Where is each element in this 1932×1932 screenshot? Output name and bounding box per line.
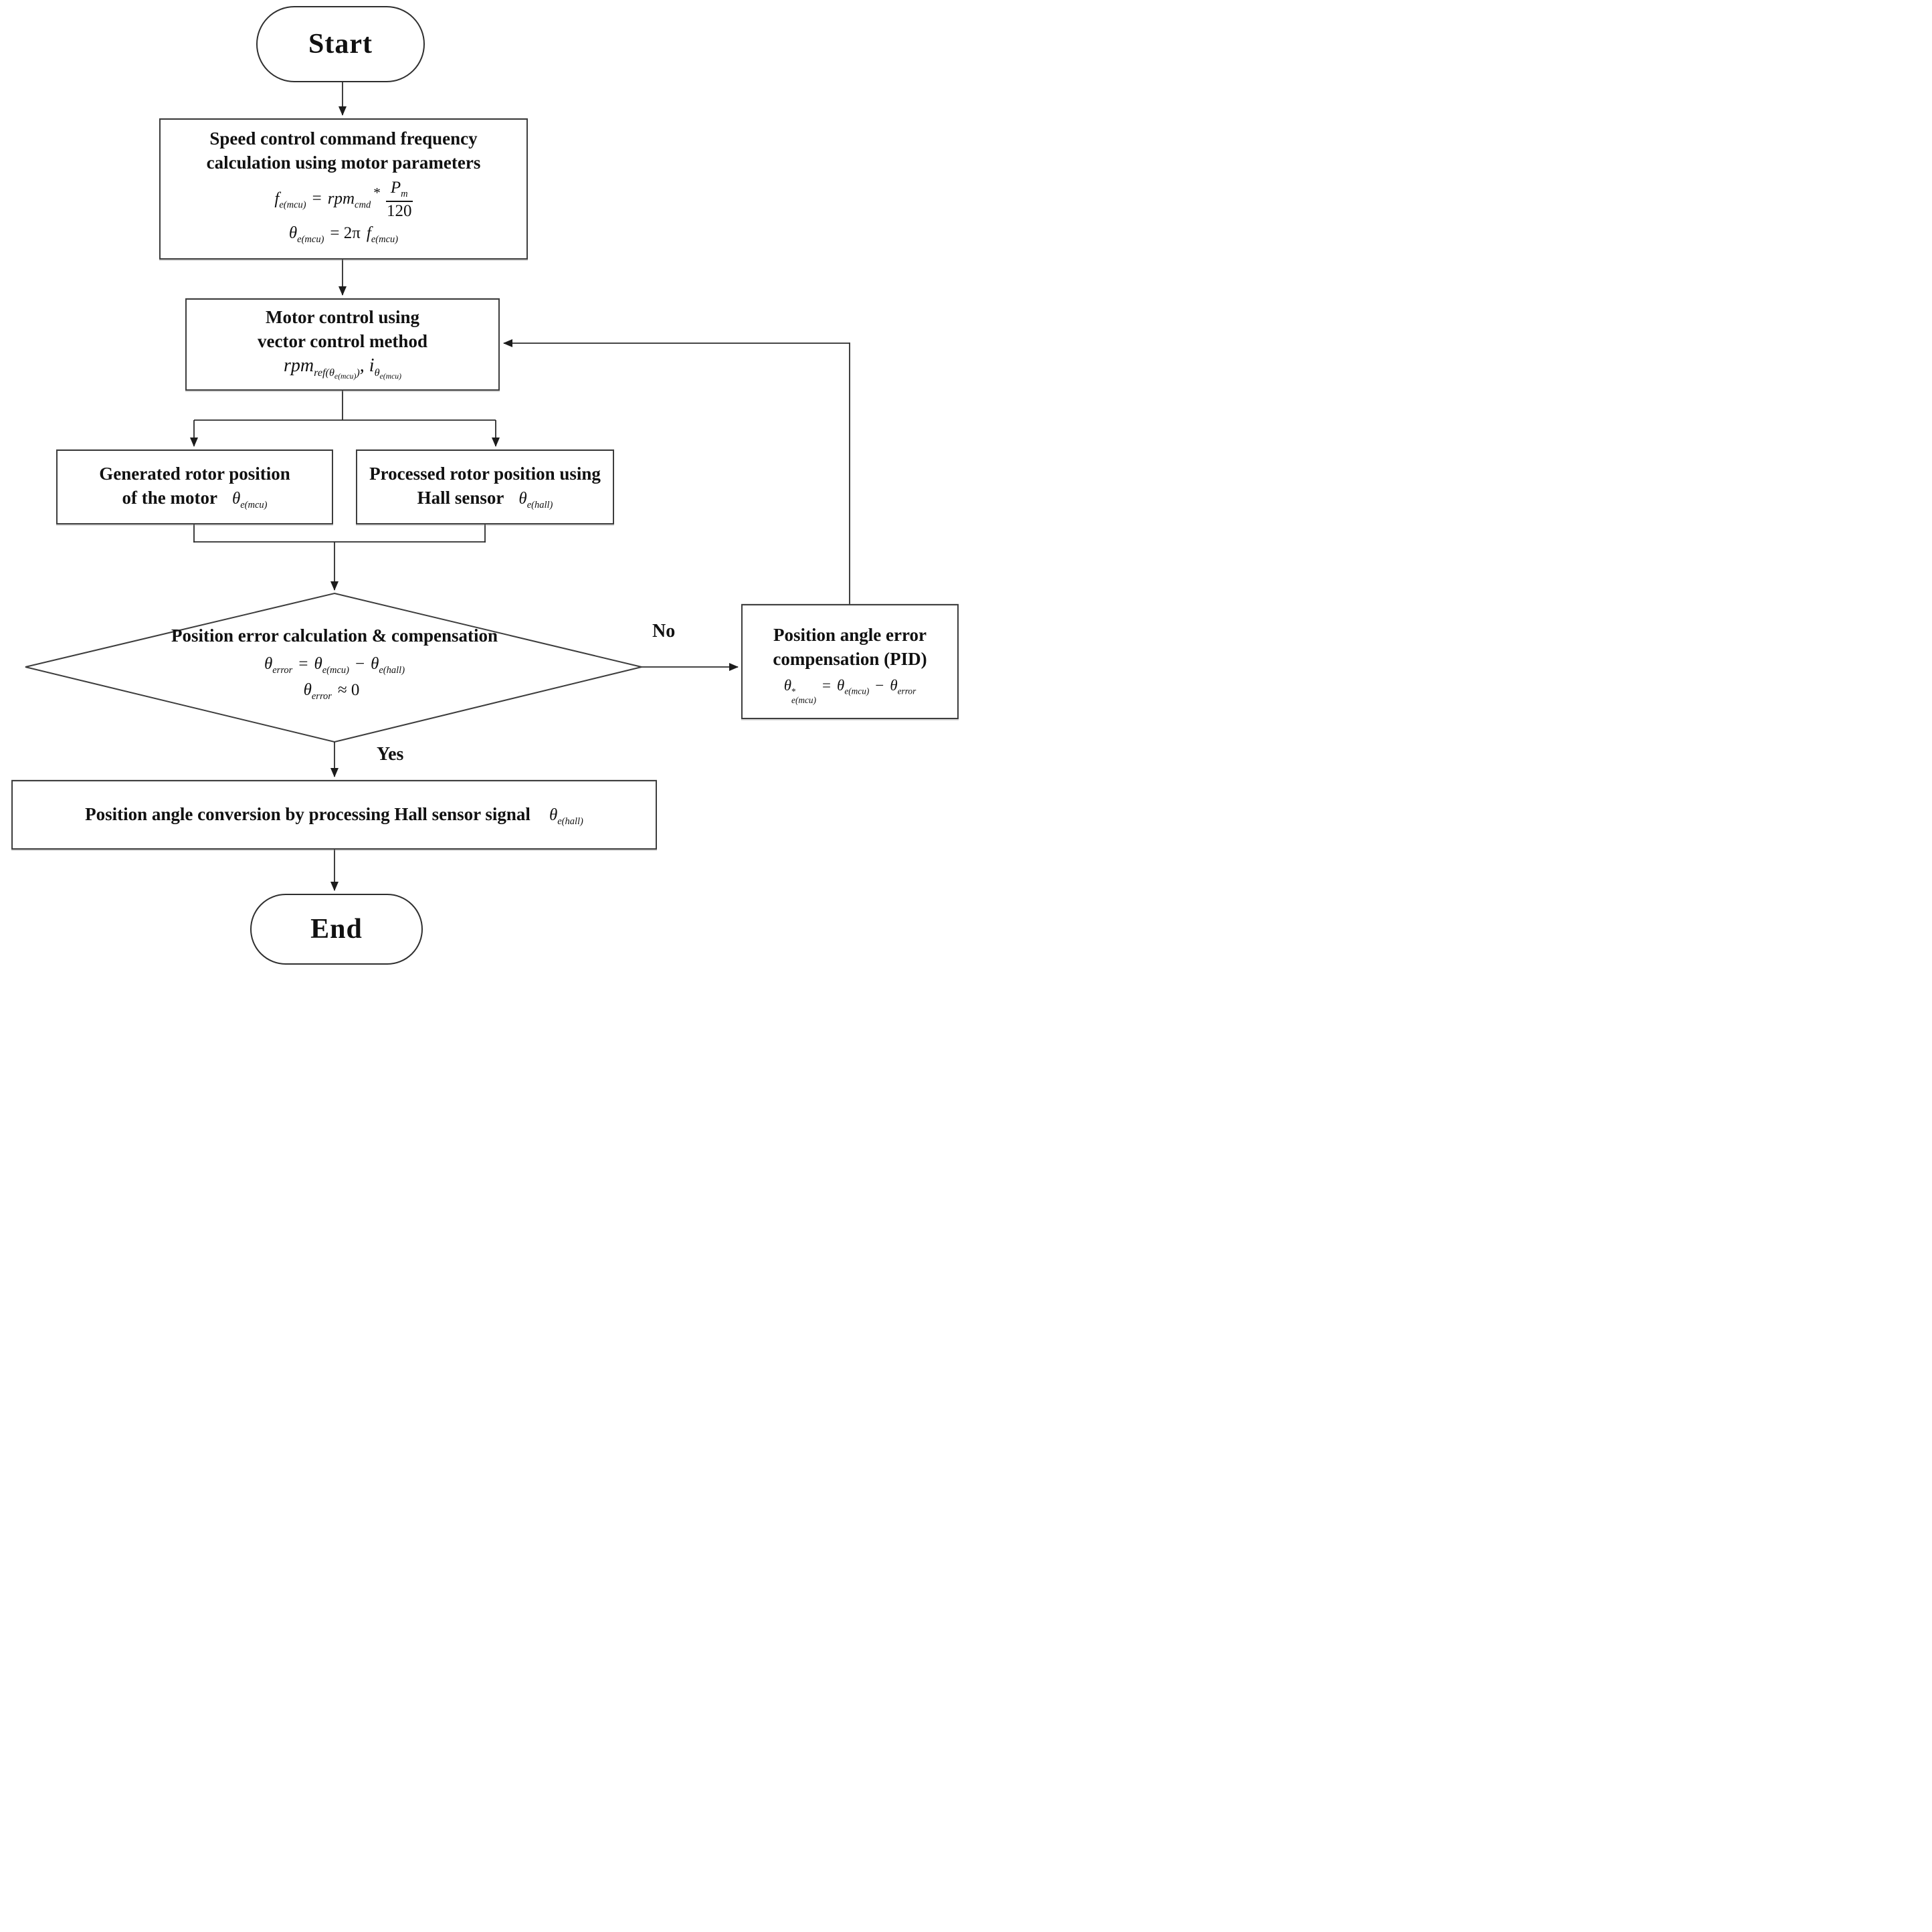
motor-f-sub1-inner: e(mcu): [334, 371, 357, 381]
start-terminal: Start: [256, 6, 425, 82]
pid-title-line1: Position angle error: [773, 625, 927, 645]
speed-calc-title-line2: calculation using motor parameters: [206, 153, 481, 173]
motor-f-sub1: ref(θ: [314, 366, 334, 379]
motor-f-sub2: θ: [374, 366, 380, 379]
f1-lhs-sub: e(mcu): [279, 199, 306, 211]
generated-line2: of the motor θe(mcu): [58, 486, 332, 511]
f2-rhs-sub: e(mcu): [371, 234, 399, 246]
end-terminal: End: [250, 894, 423, 965]
processed-symbol: θe(hall): [518, 490, 553, 510]
generated-theta: θ: [231, 490, 241, 508]
f1-lhs: f: [274, 189, 280, 208]
motor-f-i-sub: θe(mcu): [374, 366, 401, 381]
d-f1-eq: =: [298, 655, 308, 673]
motor-title-line2: vector control method: [258, 331, 427, 351]
d-f1-b: θ: [314, 655, 322, 673]
processed-theta-sub: e(hall): [526, 500, 553, 510]
yes-label: Yes: [377, 744, 404, 765]
d-f1-minus: −: [355, 655, 365, 673]
generated-line1: Generated rotor position: [99, 464, 290, 484]
f2-lhs-sub: e(mcu): [297, 234, 324, 246]
d-f2-a: θ: [303, 681, 312, 700]
pid-f-b-sub: e(mcu): [844, 686, 870, 696]
conversion-text: Position angle conversion by processing …: [85, 803, 530, 824]
f1-frac-den: 120: [386, 201, 412, 220]
conversion-theta: θ: [549, 805, 558, 824]
pid-title-line2: compensation (PID): [773, 649, 927, 669]
motor-f-rpm-sub: ref(θe(mcu)): [314, 366, 360, 381]
pid-f-c-sub: error: [897, 686, 916, 696]
motor-title-line1: Motor control using: [265, 307, 419, 327]
generated-rotor-box: Generated rotor position of the motor θe(…: [56, 450, 333, 524]
conversion-line: Position angle conversion by processing …: [85, 802, 583, 828]
motor-control-box: Motor control using vector control metho…: [185, 298, 500, 391]
pid-f-b: θ: [837, 677, 845, 694]
motor-formula: rpmref(θe(mcu)), iθe(mcu): [187, 355, 498, 381]
generated-theta-sub: e(mcu): [240, 500, 268, 510]
d-f2-a-sub: error: [311, 691, 332, 702]
conversion-symbol: θe(hall): [549, 805, 583, 827]
f1-fraction: Pm 120: [385, 179, 413, 221]
end-label: End: [310, 914, 363, 945]
motor-f-rpm: rpm: [283, 355, 314, 376]
conversion-theta-sub: e(hall): [557, 815, 583, 827]
speed-calc-title-line1: Speed control command frequency: [209, 128, 478, 149]
pid-f-a-sub: e(mcu): [791, 694, 817, 705]
d-f2-rest: ≈ 0: [337, 681, 360, 700]
pid-f-eq: =: [822, 677, 832, 694]
d-f1-b-sub: e(mcu): [322, 665, 349, 676]
speed-calc-box: Speed control command frequency calculat…: [159, 118, 528, 260]
pid-f-a-sup: *: [791, 686, 796, 696]
processed-line1: Processed rotor position using: [369, 464, 601, 484]
connectors: [25, 82, 850, 891]
speed-calc-formula-1: fe(mcu) = rpmcmd* Pm 120: [161, 179, 526, 221]
f1-star: *: [373, 185, 381, 201]
decision-formula-2: θerror ≈ 0: [114, 680, 555, 702]
d-f1-c-sub: e(hall): [379, 665, 405, 676]
angle-conversion-box: Position angle conversion by processing …: [11, 780, 657, 850]
processed-rotor-box: Processed rotor position using Hall sens…: [356, 450, 614, 524]
flowchart-canvas: Start Speed control command frequency ca…: [0, 0, 966, 966]
f2-rhs: f: [366, 224, 371, 243]
decision-diamond-text: Position error calculation & compensatio…: [114, 624, 555, 703]
pid-formula: θ*e(mcu)=θe(mcu)−θerror: [743, 676, 957, 704]
start-label: Start: [308, 29, 373, 60]
processed-theta: θ: [518, 490, 527, 508]
pid-f-a-supsub: *e(mcu): [791, 687, 816, 704]
generated-symbol: θe(mcu): [231, 490, 268, 510]
d-f1-c: θ: [371, 655, 379, 673]
pid-f-minus: −: [875, 677, 884, 694]
f1-rhs-sub: cmd: [355, 199, 371, 211]
pid-compensation-box: Position angle error compensation (PID) …: [741, 604, 959, 719]
f1-rhs: rpm: [327, 189, 355, 208]
processed-line2-text: Hall sensor: [417, 488, 504, 508]
decision-formula-1: θerror=θe(mcu)−θe(hall): [114, 654, 555, 676]
f1-eq: =: [312, 189, 322, 208]
f2-eq: = 2π: [330, 224, 361, 243]
d-f1-a: θ: [264, 655, 273, 673]
f2-lhs: θ: [288, 224, 298, 243]
pid-f-a: θ: [783, 677, 792, 694]
f1-frac-num-sub: m: [401, 189, 408, 199]
motor-f-sub2-inner: e(mcu): [379, 371, 401, 381]
motor-f-sub1-close: ): [356, 366, 360, 379]
no-label: No: [652, 621, 676, 642]
decision-title: Position error calculation & compensatio…: [171, 625, 498, 646]
processed-line2: Hall sensor θe(hall): [357, 486, 613, 511]
motor-f-mid: , i: [359, 355, 375, 376]
f1-frac-num: P: [390, 179, 401, 197]
pid-f-c: θ: [890, 677, 898, 694]
generated-line2-text: of the motor: [122, 488, 217, 508]
d-f1-a-sub: error: [272, 665, 293, 676]
